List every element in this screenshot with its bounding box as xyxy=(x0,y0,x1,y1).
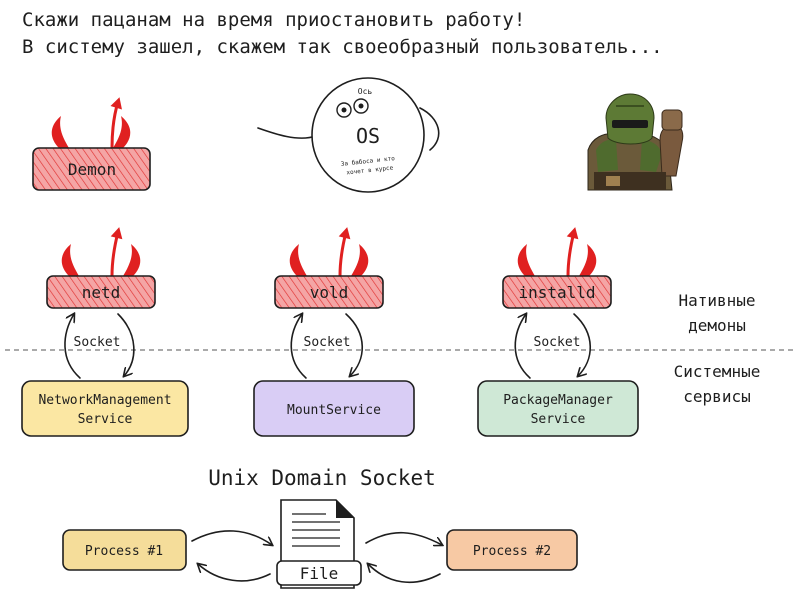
os-character: Ось OS За бабоса и кто хочет в курсе xyxy=(257,77,440,193)
process-2-box xyxy=(446,529,578,571)
service-network: NetworkManagement Service xyxy=(21,380,189,437)
file-label: File xyxy=(300,564,339,583)
daemon-vold: vold xyxy=(274,227,384,309)
doom-marine-icon xyxy=(587,93,684,191)
daemon-box-vold xyxy=(274,275,384,309)
daemon-label-installd: installd xyxy=(518,283,595,302)
daemon-netd: netd xyxy=(46,227,156,309)
process-1: Process #1 xyxy=(62,529,187,571)
service-box-package xyxy=(477,380,639,437)
service-box-mount xyxy=(253,380,415,437)
devil-horns-icon xyxy=(289,244,369,276)
socket-link-installd: Socket xyxy=(514,314,591,379)
daemon-installd: installd xyxy=(502,227,612,309)
demon-box xyxy=(32,147,151,191)
process-1-label: Process #1 xyxy=(85,544,163,559)
os-label: OS xyxy=(356,124,380,148)
service-label-mount: MountService xyxy=(287,403,381,418)
system-services-label-2: сервисы xyxy=(683,387,750,406)
daemon-box-netd xyxy=(46,275,156,309)
service-label-network-2: Service xyxy=(78,412,133,427)
demon-node: Demon xyxy=(32,97,151,191)
file-label-box xyxy=(276,560,362,586)
daemon-box-installd xyxy=(502,275,612,309)
uds-arrows xyxy=(191,530,442,584)
system-services-label-1: Системные xyxy=(674,362,761,381)
native-daemons-label-1: Нативные xyxy=(678,291,755,310)
native-daemons-label-2: демоны xyxy=(688,316,746,335)
header-line-2: В систему зашел, скажем так своеобразный… xyxy=(22,36,663,58)
os-bottom-text-2: хочет в курсе xyxy=(346,165,394,177)
socket-link-vold: Socket xyxy=(290,314,363,379)
process-2-label: Process #2 xyxy=(473,544,551,559)
service-label-package-1: PackageManager xyxy=(503,393,613,408)
os-top-text: Ось xyxy=(358,87,373,96)
os-eye-left xyxy=(336,102,352,118)
header-line-1: Скажи пацанам на время приостановить раб… xyxy=(22,9,525,31)
service-box-network xyxy=(21,380,189,437)
os-arm-left xyxy=(257,127,317,139)
os-arm-right xyxy=(419,107,440,151)
os-head xyxy=(311,77,425,193)
daemon-label-vold: vold xyxy=(310,283,349,302)
demon-label: Demon xyxy=(68,160,116,179)
devil-horns-icon xyxy=(61,244,141,276)
devil-horns-icon xyxy=(51,116,131,148)
uds-title: Unix Domain Socket xyxy=(208,466,436,490)
document-icon: File xyxy=(276,499,362,589)
process-1-box xyxy=(62,529,187,571)
service-label-package-2: Service xyxy=(531,412,586,427)
socket-link-netd: Socket xyxy=(64,314,135,379)
service-package: PackageManager Service xyxy=(477,380,639,437)
os-eye-right xyxy=(353,98,369,114)
service-label-network-1: NetworkManagement xyxy=(38,393,171,408)
socket-label-installd: Socket xyxy=(534,335,581,350)
socket-label-netd: Socket xyxy=(74,335,121,350)
socket-label-vold: Socket xyxy=(304,335,351,350)
service-mount: MountService xyxy=(253,380,415,437)
daemon-label-netd: netd xyxy=(82,283,121,302)
process-2: Process #2 xyxy=(446,529,578,571)
devil-horns-icon xyxy=(517,244,597,276)
